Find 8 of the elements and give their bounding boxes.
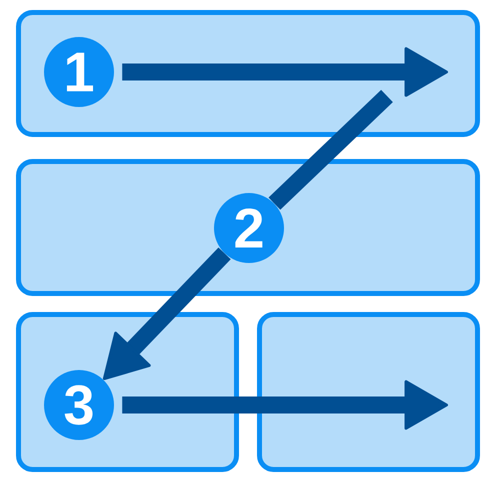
arrow — [102, 248, 231, 380]
number-badge: 1 — [44, 37, 114, 107]
arrow — [122, 380, 448, 430]
number-badge: 3 — [44, 370, 114, 440]
arrow — [122, 47, 448, 97]
connector-line — [268, 90, 393, 210]
content-block — [16, 159, 480, 296]
number-badge: 2 — [214, 193, 284, 263]
